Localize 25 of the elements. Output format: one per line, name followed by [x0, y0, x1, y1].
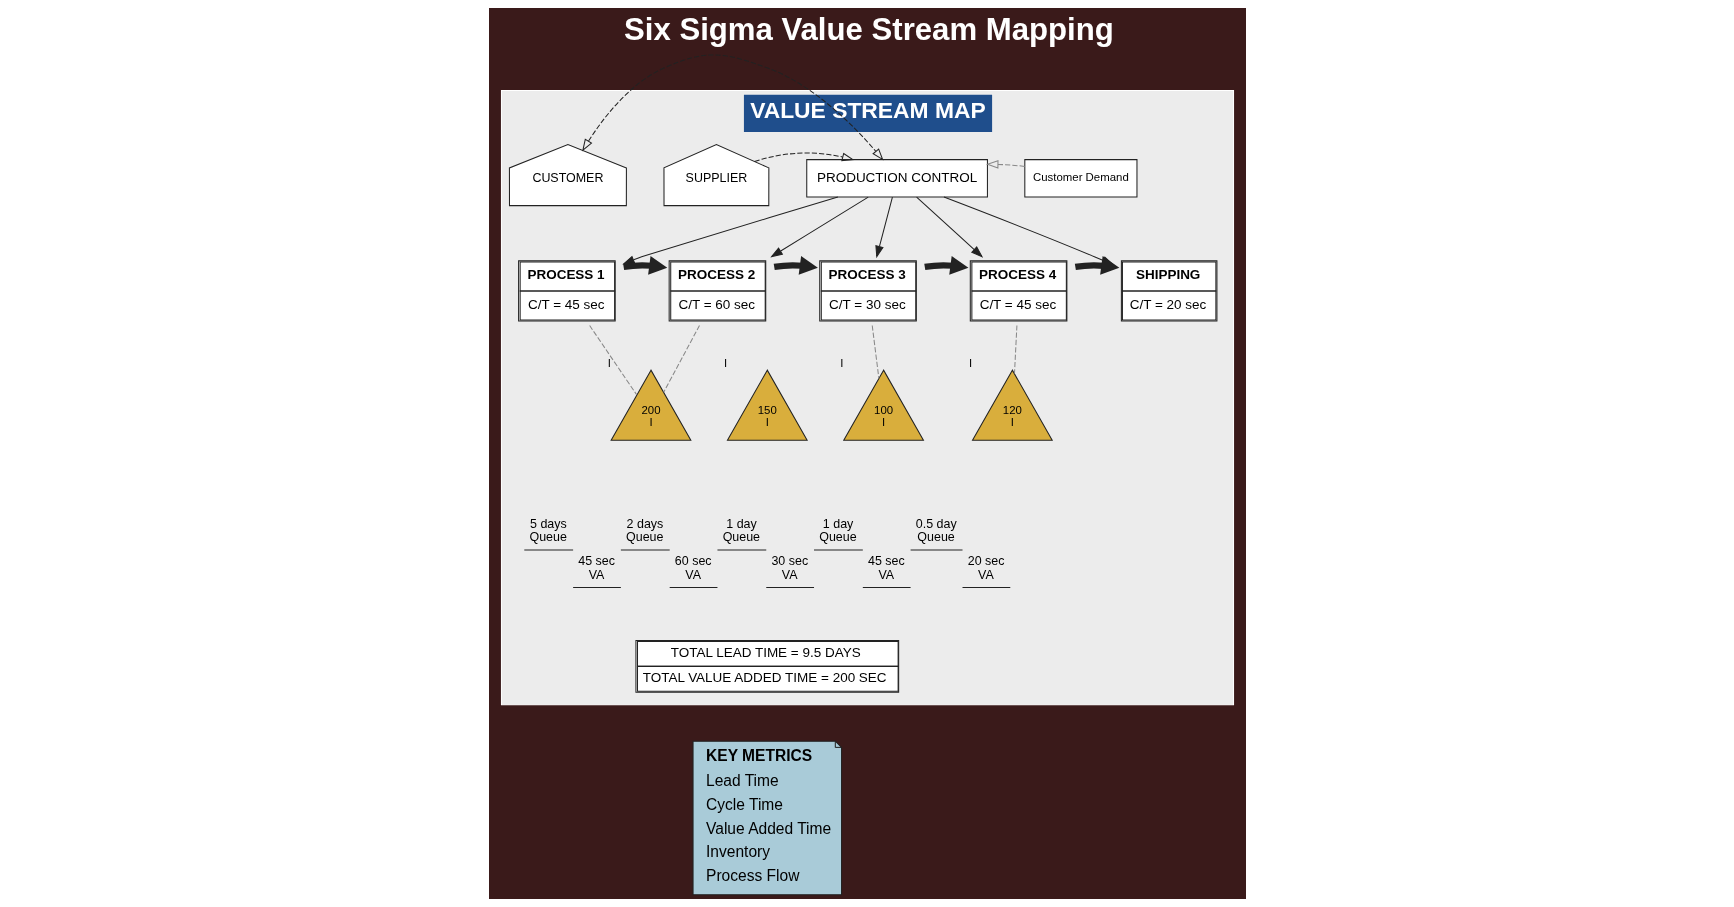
node-label: I: [968, 356, 972, 369]
label: Queue: [529, 530, 567, 545]
label: Queue: [625, 530, 663, 545]
label: VA: [877, 567, 894, 582]
label: Queue: [818, 530, 857, 545]
label: Queue: [916, 530, 955, 545]
label: 1 day: [725, 516, 757, 531]
label: VA: [781, 567, 798, 582]
node-label: I: [839, 356, 843, 369]
label: 20 sec: [967, 554, 1004, 569]
label: 60 sec: [674, 554, 712, 569]
label: VA: [977, 567, 994, 582]
label: 0.5 day: [915, 516, 957, 531]
label: 45 sec: [867, 554, 905, 569]
label: VA: [684, 567, 701, 582]
label: 2 days: [626, 516, 663, 531]
label: 1 day: [822, 516, 853, 531]
label: Queue: [722, 530, 760, 545]
diagram-title: Six Sigma Value Stream Mapping: [623, 12, 1114, 48]
label: 45 sec: [577, 554, 615, 569]
label: 5 days: [529, 516, 567, 531]
node-label: I: [607, 356, 611, 369]
label: 30 sec: [770, 554, 808, 569]
node-label: I: [723, 356, 727, 369]
label: VA: [588, 567, 604, 582]
